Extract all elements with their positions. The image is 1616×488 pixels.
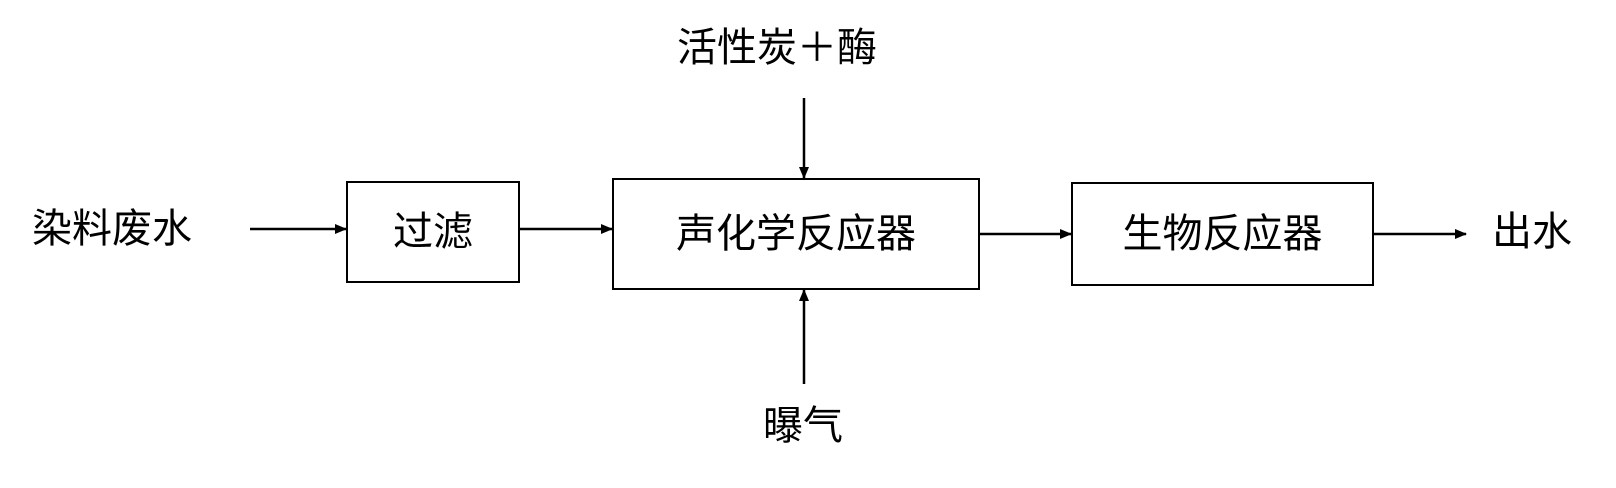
input-label-additive: 活性炭＋酶 xyxy=(677,25,877,71)
input-label-aeration: 曝气 xyxy=(763,403,843,449)
node-filtration-label: 过滤 xyxy=(393,209,473,255)
node-sonochemical-reactor-label: 声化学反应器 xyxy=(676,211,916,257)
node-bio-reactor: 生物反应器 xyxy=(1071,182,1374,286)
node-bio-reactor-label: 生物反应器 xyxy=(1122,211,1323,257)
input-label-wastewater: 染料废水 xyxy=(32,206,192,252)
node-filtration: 过滤 xyxy=(346,181,520,283)
node-sonochemical-reactor: 声化学反应器 xyxy=(612,178,980,290)
output-label-effluent: 出水 xyxy=(1492,209,1572,255)
